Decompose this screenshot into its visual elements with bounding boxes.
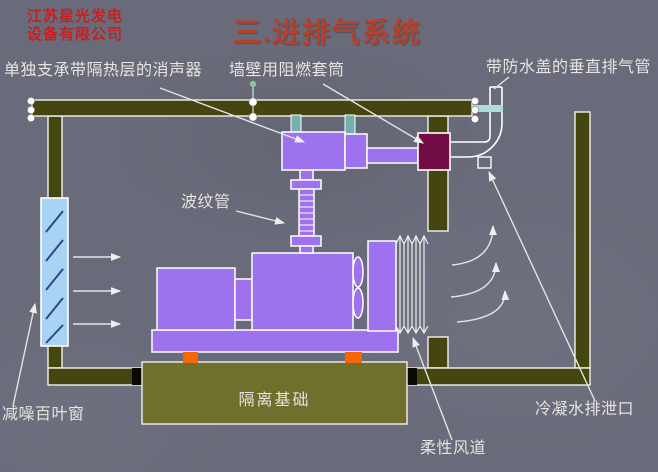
- alternator: [156, 267, 236, 331]
- muffler-assembly: [281, 131, 419, 171]
- label-condensate-drain: 冷凝水排泄口: [535, 401, 635, 418]
- company-logo-text: 江苏星光发电 设备有限公司: [27, 8, 123, 43]
- leader-louver: [12, 302, 37, 407]
- foot-left: [183, 352, 198, 363]
- condensate-drain-port: [477, 156, 492, 169]
- label-muffler: 单独支承带隔热层的消声器: [4, 62, 203, 79]
- fan-blade-upper: [352, 256, 364, 288]
- leader-wall-sleeve: [322, 83, 424, 144]
- label-wall-sleeve: 墙壁用阻燃套筒: [229, 62, 345, 79]
- radiator: [367, 240, 397, 332]
- bellows: [290, 169, 322, 254]
- hot-air-arrow: [456, 289, 510, 323]
- label-exhaust-pipe: 带防水盖的垂直排气管: [486, 59, 652, 76]
- floor-gap-left: [132, 368, 142, 385]
- flexible-duct: [395, 234, 429, 335]
- slide-title: 三.进排气系统: [233, 18, 423, 49]
- hot-air-arrow: [451, 224, 497, 266]
- fan-blade-lower: [352, 287, 364, 319]
- label-foundation: 隔离基础: [238, 392, 311, 409]
- leader-flexible-duct: [412, 336, 453, 441]
- exhaust-pipe-horizontal: [366, 147, 419, 164]
- label-bellows: 波纹管: [181, 194, 231, 211]
- louver-window: [40, 197, 69, 347]
- company-line1: 江苏星光发电: [27, 8, 124, 25]
- base-skid: [151, 329, 399, 353]
- generator-set: [151, 240, 399, 353]
- isolated-foundation: [141, 361, 408, 425]
- leader-bellows: [235, 210, 286, 225]
- leader-exhaust-pipe: [493, 76, 510, 90]
- connection-dots: [27, 80, 479, 123]
- label-flexible-duct: 柔性风道: [420, 440, 487, 457]
- intake-airflow-arrows: [73, 253, 122, 328]
- company-line2: 设备有限公司: [27, 25, 124, 43]
- foot-right: [345, 352, 362, 363]
- label-louver: 减噪百叶窗: [2, 406, 85, 423]
- coupling: [234, 278, 253, 321]
- hot-air-arrow: [450, 261, 500, 298]
- floor-gap-right: [407, 368, 417, 385]
- inner-wall-column-lower: [427, 336, 449, 369]
- wall-sleeve: [417, 132, 451, 171]
- floor-gaps: [132, 368, 417, 385]
- hot-air-exhaust-arrows: [450, 224, 510, 323]
- engine: [251, 252, 354, 331]
- anchor-dot: [249, 80, 257, 88]
- muffler-end-cap: [344, 133, 368, 169]
- right-wall-column: [574, 111, 591, 369]
- leader-condensate-drain: [488, 170, 596, 402]
- leader-muffler: [159, 87, 306, 143]
- vibration-feet: [183, 352, 362, 363]
- pipe-support-bar: [472, 105, 503, 112]
- leader-lines: [12, 76, 596, 441]
